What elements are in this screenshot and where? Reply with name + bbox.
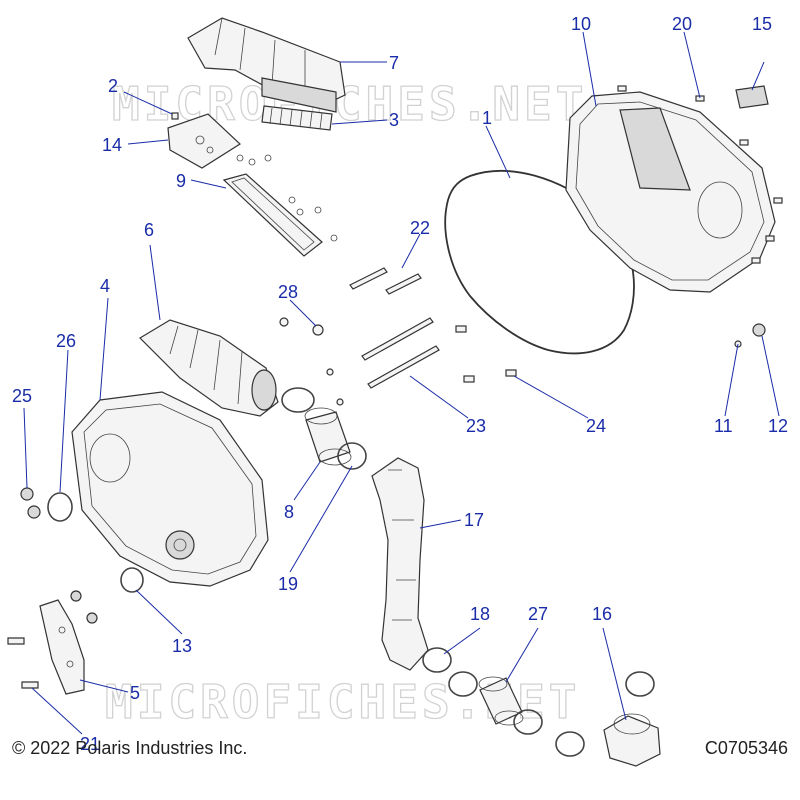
nut-part-28 (312, 324, 324, 336)
copyright-text: © 2022 Polaris Industries Inc. (12, 738, 248, 758)
clamp-part-18 (422, 647, 452, 673)
air-duct-part-7 (187, 17, 346, 113)
callout-8: 8 (284, 502, 294, 522)
inlet-duct-part-6 (139, 319, 279, 417)
plug-part-25 (20, 487, 34, 501)
callout-7: 7 (389, 53, 399, 73)
callout-14: 14 (102, 135, 122, 155)
callout-16: 16 (592, 604, 612, 624)
callout-23: 23 (466, 416, 486, 436)
callout-11: 11 (714, 416, 733, 436)
callout-3: 3 (389, 110, 399, 130)
boot-part-16 (603, 713, 661, 767)
clamp-part-16 (625, 671, 655, 697)
callout-17: 17 (464, 510, 484, 530)
callout-28: 28 (278, 282, 298, 302)
callout-19: 19 (278, 574, 298, 594)
callout-20: 20 (672, 14, 692, 34)
screen-part-3 (261, 105, 333, 131)
screw-part-2 (171, 112, 179, 120)
coupler-part-8 (304, 407, 352, 466)
callout-10: 10 (571, 14, 591, 34)
o-ring-part-26 (47, 492, 73, 522)
outer-cover-part-10 (565, 91, 776, 293)
callout-1: 1 (482, 108, 492, 128)
callout-6: 6 (144, 220, 154, 240)
callout-5: 5 (130, 683, 140, 703)
o-ring-part-13 (120, 567, 144, 593)
inner-cover-part-4 (71, 391, 269, 587)
callout-18: 18 (470, 604, 490, 624)
callout-21: 21 (80, 734, 100, 754)
drawing-number: C0705346 (704, 738, 788, 758)
callout-9: 9 (176, 171, 186, 191)
screws-part-24 (455, 325, 517, 383)
callout-12: 12 (768, 416, 788, 436)
clamp-upper (281, 387, 315, 413)
callout-13: 13 (172, 636, 192, 656)
bracket-part-5 (39, 599, 85, 695)
callout-2: 2 (108, 76, 118, 96)
bolts-part-23 (361, 317, 440, 389)
clamp-part-19 (337, 442, 367, 470)
duct-part-17 (371, 457, 429, 671)
callout-4: 4 (100, 276, 110, 296)
coupler-part-27 (478, 676, 524, 726)
plate-part-14 (167, 113, 272, 169)
callout-15: 15 (752, 14, 772, 34)
label-part-15 (735, 85, 769, 109)
callout-22: 22 (410, 218, 430, 238)
bolts-part-22 (349, 267, 422, 295)
callout-26: 26 (56, 331, 76, 351)
leader-lines (23, 31, 780, 735)
callout-25: 25 (12, 386, 32, 406)
nut-part-12 (752, 323, 766, 337)
callout-24: 24 (586, 416, 606, 436)
gasket-part-9 (222, 173, 323, 257)
screws-part-21 (7, 637, 39, 689)
callout-27: 27 (528, 604, 548, 624)
